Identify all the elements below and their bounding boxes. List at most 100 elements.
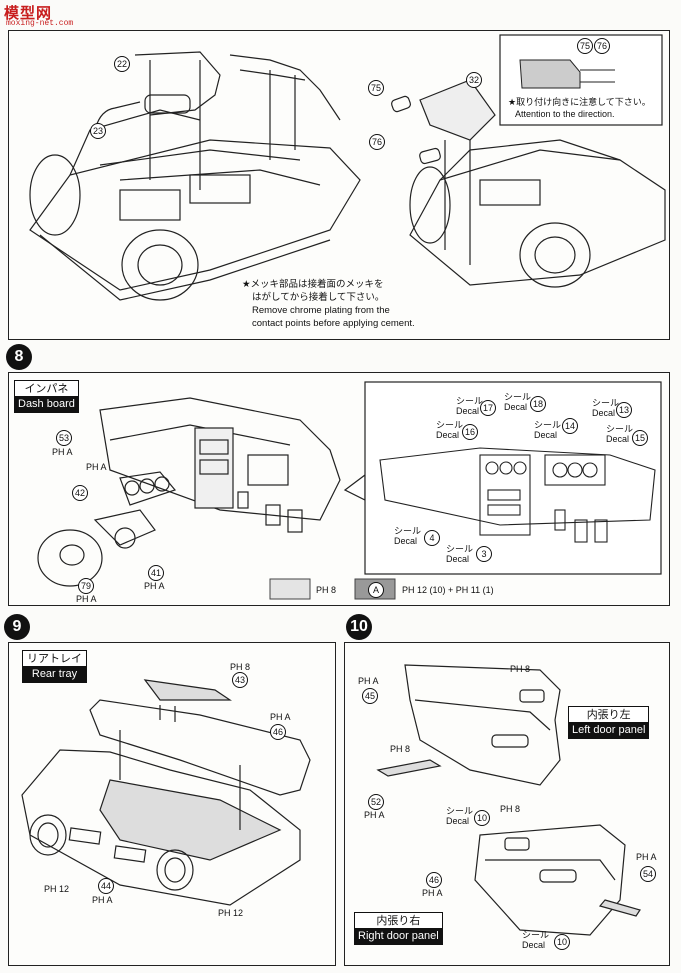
step8-title-jp: インパネ: [24, 383, 69, 395]
decal-en: Decal: [606, 434, 630, 444]
chrome-note-jp-1: ★メッキ部品は接着面のメッキを: [242, 279, 384, 290]
decal-en: Decal: [456, 406, 480, 416]
ph-label: PH: [144, 581, 157, 591]
legend-gray-label: PH 8: [316, 585, 336, 595]
ph-label: PH: [86, 462, 99, 472]
ph-label: PH: [52, 447, 65, 457]
color-a: A: [66, 447, 73, 457]
color-a: A: [90, 594, 97, 604]
part-54-color: PH A: [636, 852, 657, 862]
part-32: 32: [466, 72, 482, 88]
decal-jp: シール: [522, 930, 550, 940]
color-8: 8: [331, 585, 337, 595]
decal-en: Decal: [522, 940, 546, 950]
decal-jp: シール: [394, 526, 422, 536]
part-79-color: PH A: [76, 594, 97, 604]
site-url: moxing-net.com: [6, 19, 74, 28]
decal-jp: シール: [436, 420, 464, 430]
chrome-note-en-1: Remove chrome plating from the: [252, 305, 390, 316]
part-52: 52: [368, 794, 384, 810]
step9-title-jp: リアトレイ: [27, 653, 82, 665]
chrome-note-en-2: contact points before applying cement.: [252, 318, 415, 329]
part-4: 4: [424, 530, 440, 546]
right-door-title-en: Right door panel: [355, 928, 442, 944]
decal-jp: シール: [534, 420, 562, 430]
part-16: 16: [462, 424, 478, 440]
step-number-10: 10: [346, 614, 372, 640]
part-44-color: PH A: [92, 895, 113, 905]
part-41-color: PH A: [144, 581, 165, 591]
ph-label: PH: [316, 585, 329, 595]
step8-title: インパネ Dash board: [14, 380, 79, 413]
chrome-note-jp-2: はがしてから接着して下さい。: [252, 292, 385, 303]
step9-title-en: Rear tray: [23, 666, 86, 682]
step8-title-en: Dash board: [15, 396, 78, 412]
part-3: 3: [476, 546, 492, 562]
part-42-color: PH A: [86, 462, 107, 472]
part-43-color: PH 8: [230, 662, 251, 672]
part-46-color: PH A: [270, 712, 291, 722]
part-79: 79: [78, 578, 94, 594]
ph-label: PH: [76, 594, 89, 604]
part-13: 13: [616, 402, 632, 418]
tray-ph12: PH 12: [218, 908, 244, 918]
part-76: 76: [369, 134, 385, 150]
part-46: 46: [270, 724, 286, 740]
part-53: 53: [56, 430, 72, 446]
part-45-color: PH A: [358, 676, 379, 686]
site-logo: 模型网: [4, 5, 53, 22]
step9-title: リアトレイ Rear tray: [22, 650, 87, 683]
decal-jp: シール: [606, 424, 634, 434]
step-number-9: 9: [4, 614, 30, 640]
left-door-title: 内張り左 Left door panel: [568, 706, 650, 739]
part-46-door-color: PH A: [422, 888, 443, 898]
left-door-title-jp: 内張り左: [586, 709, 631, 721]
part-54: 54: [640, 866, 656, 882]
color-a: A: [158, 581, 165, 591]
decal-en: Decal: [394, 536, 418, 546]
part-10-right: 10: [554, 934, 570, 950]
part-44-ph12: PH 12: [44, 884, 70, 894]
part-46-door: 46: [426, 872, 442, 888]
direction-note-jp: ★取り付け向きに注意して下さい。: [508, 97, 651, 107]
part-43: 43: [232, 672, 248, 688]
decal-en: Decal: [436, 430, 460, 440]
decal-en: Decal: [592, 408, 616, 418]
decal-en: Decal: [446, 816, 470, 826]
color-a: A: [100, 462, 107, 472]
inset-part-75: 75: [577, 38, 593, 54]
left-door-title-en: Left door panel: [569, 722, 649, 738]
step-number-8: 8: [6, 344, 32, 370]
part-15: 15: [632, 430, 648, 446]
direction-note-en: Attention to the direction.: [515, 109, 615, 119]
legend-a-mix: PH 12 (10) + PH 11 (1): [402, 585, 494, 595]
part-45: 45: [362, 688, 378, 704]
decal-jp: シール: [592, 398, 620, 408]
part-14: 14: [562, 418, 578, 434]
decal-jp: シール: [456, 396, 484, 406]
decal-en: Decal: [534, 430, 558, 440]
decal-jp: シール: [446, 806, 474, 816]
part-18: 18: [530, 396, 546, 412]
right-panel-ph8: PH 8: [500, 804, 521, 814]
left-panel-ph8: PH 8: [510, 664, 531, 674]
part-44: 44: [98, 878, 114, 894]
inset-part-76: 76: [594, 38, 610, 54]
right-door-title: 内張り右 Right door panel: [354, 912, 443, 945]
part-23: 23: [90, 123, 106, 139]
part-52-color: PH A: [364, 810, 385, 820]
part-41: 41: [148, 565, 164, 581]
part-22: 22: [114, 56, 130, 72]
decal-en: Decal: [504, 402, 528, 412]
